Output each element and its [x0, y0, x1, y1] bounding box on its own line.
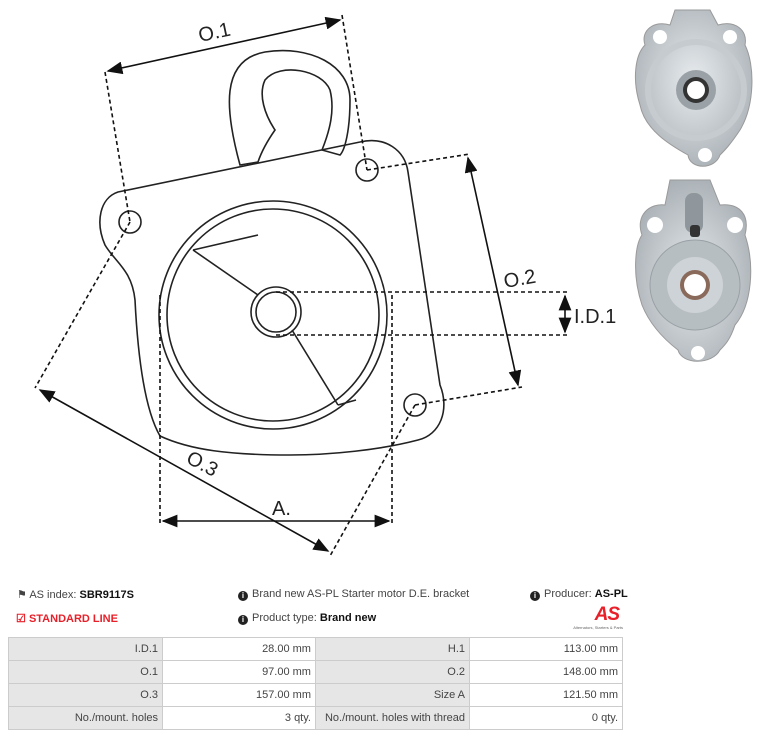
spec-value: 121.50 mm: [469, 683, 623, 707]
info-icon: i: [238, 591, 248, 601]
segment-cut: [192, 234, 357, 406]
as-pl-logo: AS Alternators, Starters & Parts: [573, 604, 623, 630]
technical-drawing: O.1 O.2 O.3 I.D.1 A.: [34, 14, 616, 557]
spec-value: 0 qty.: [469, 706, 623, 730]
o3-arrow: [38, 389, 330, 552]
spec-label: No./mount. holes with thread: [314, 706, 471, 730]
id1-label: I.D.1: [574, 306, 616, 328]
standard-line-badge: ☑ STANDARD LINE: [16, 613, 118, 625]
spec-label: H.1: [314, 637, 471, 661]
o2-arrow: [464, 156, 522, 387]
product-photo-back: [635, 179, 752, 362]
spec-value: 28.00 mm: [162, 637, 316, 661]
mount-hole: [118, 210, 142, 234]
spec-label: I.D.1: [7, 637, 164, 661]
product-photo-front: [635, 9, 753, 167]
o1-arrow: [106, 16, 342, 75]
o2-label: O.2: [502, 266, 538, 293]
spec-value: 3 qty.: [162, 706, 316, 730]
spec-value: 157.00 mm: [162, 683, 316, 707]
outer-ring: [158, 200, 388, 430]
info-icon: i: [238, 615, 248, 625]
mount-hole: [355, 158, 379, 182]
checkbox-icon: ☑: [16, 613, 26, 625]
spec-label: O.1: [7, 660, 164, 684]
bore-outer: [250, 286, 302, 338]
spec-value: 113.00 mm: [469, 637, 623, 661]
spec-label: Size A: [314, 683, 471, 707]
a-label: A.: [272, 498, 291, 520]
bore-inner: [255, 291, 297, 333]
tag-icon: ⚑: [17, 589, 27, 601]
as-index: ⚑ AS index: SBR9117S: [17, 589, 134, 601]
spec-label: O.2: [314, 660, 471, 684]
spec-value: 97.00 mm: [162, 660, 316, 684]
mount-hole: [403, 393, 427, 417]
spec-label: O.3: [7, 683, 164, 707]
spec-value: 148.00 mm: [469, 660, 623, 684]
info-icon: i: [530, 591, 540, 601]
spec-label: No./mount. holes: [7, 706, 164, 730]
inner-ring: [166, 208, 380, 422]
o3-label: O.3: [183, 447, 222, 482]
o1-label: O.1: [196, 19, 232, 47]
